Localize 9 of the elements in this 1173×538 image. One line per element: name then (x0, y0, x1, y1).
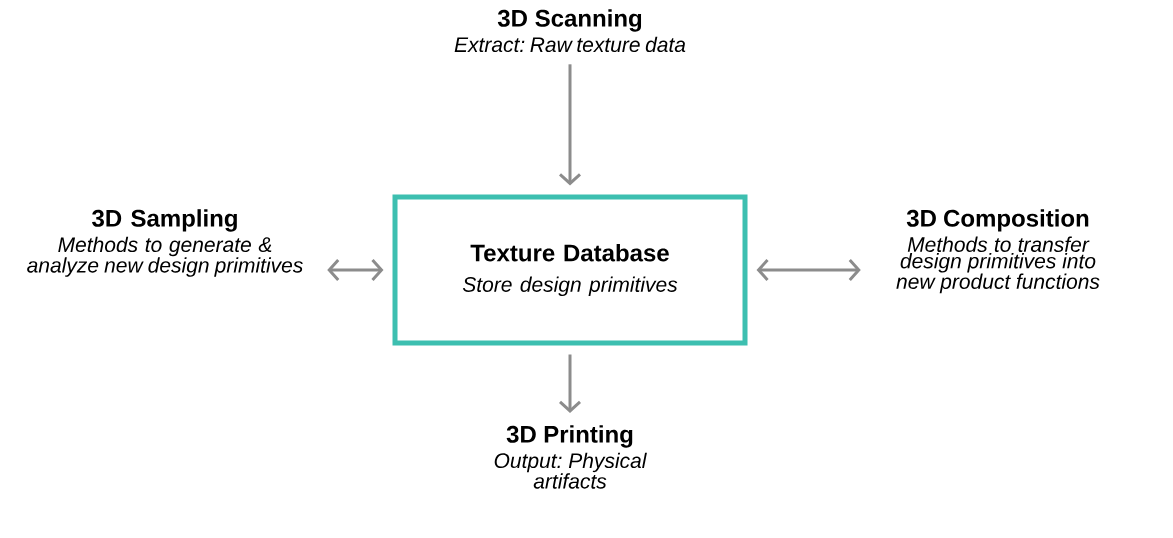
arrow (327, 259, 384, 281)
stage-text: 3D Scanning Extract: Raw texture data (454, 9, 686, 53)
database-box: Texture Database Store design primitives (392, 194, 748, 346)
stage-text: 3D Printing Output: Physical artifacts (494, 425, 647, 489)
arrow (559, 354, 581, 413)
stage-text: 3D Sampling Methods to generate & analyze new design primitives (27, 209, 303, 277)
stage-text: 3D Composition Methods to transfer design primitives into new product functions (896, 209, 1100, 294)
arrow (756, 259, 861, 281)
arrow (559, 64, 581, 186)
